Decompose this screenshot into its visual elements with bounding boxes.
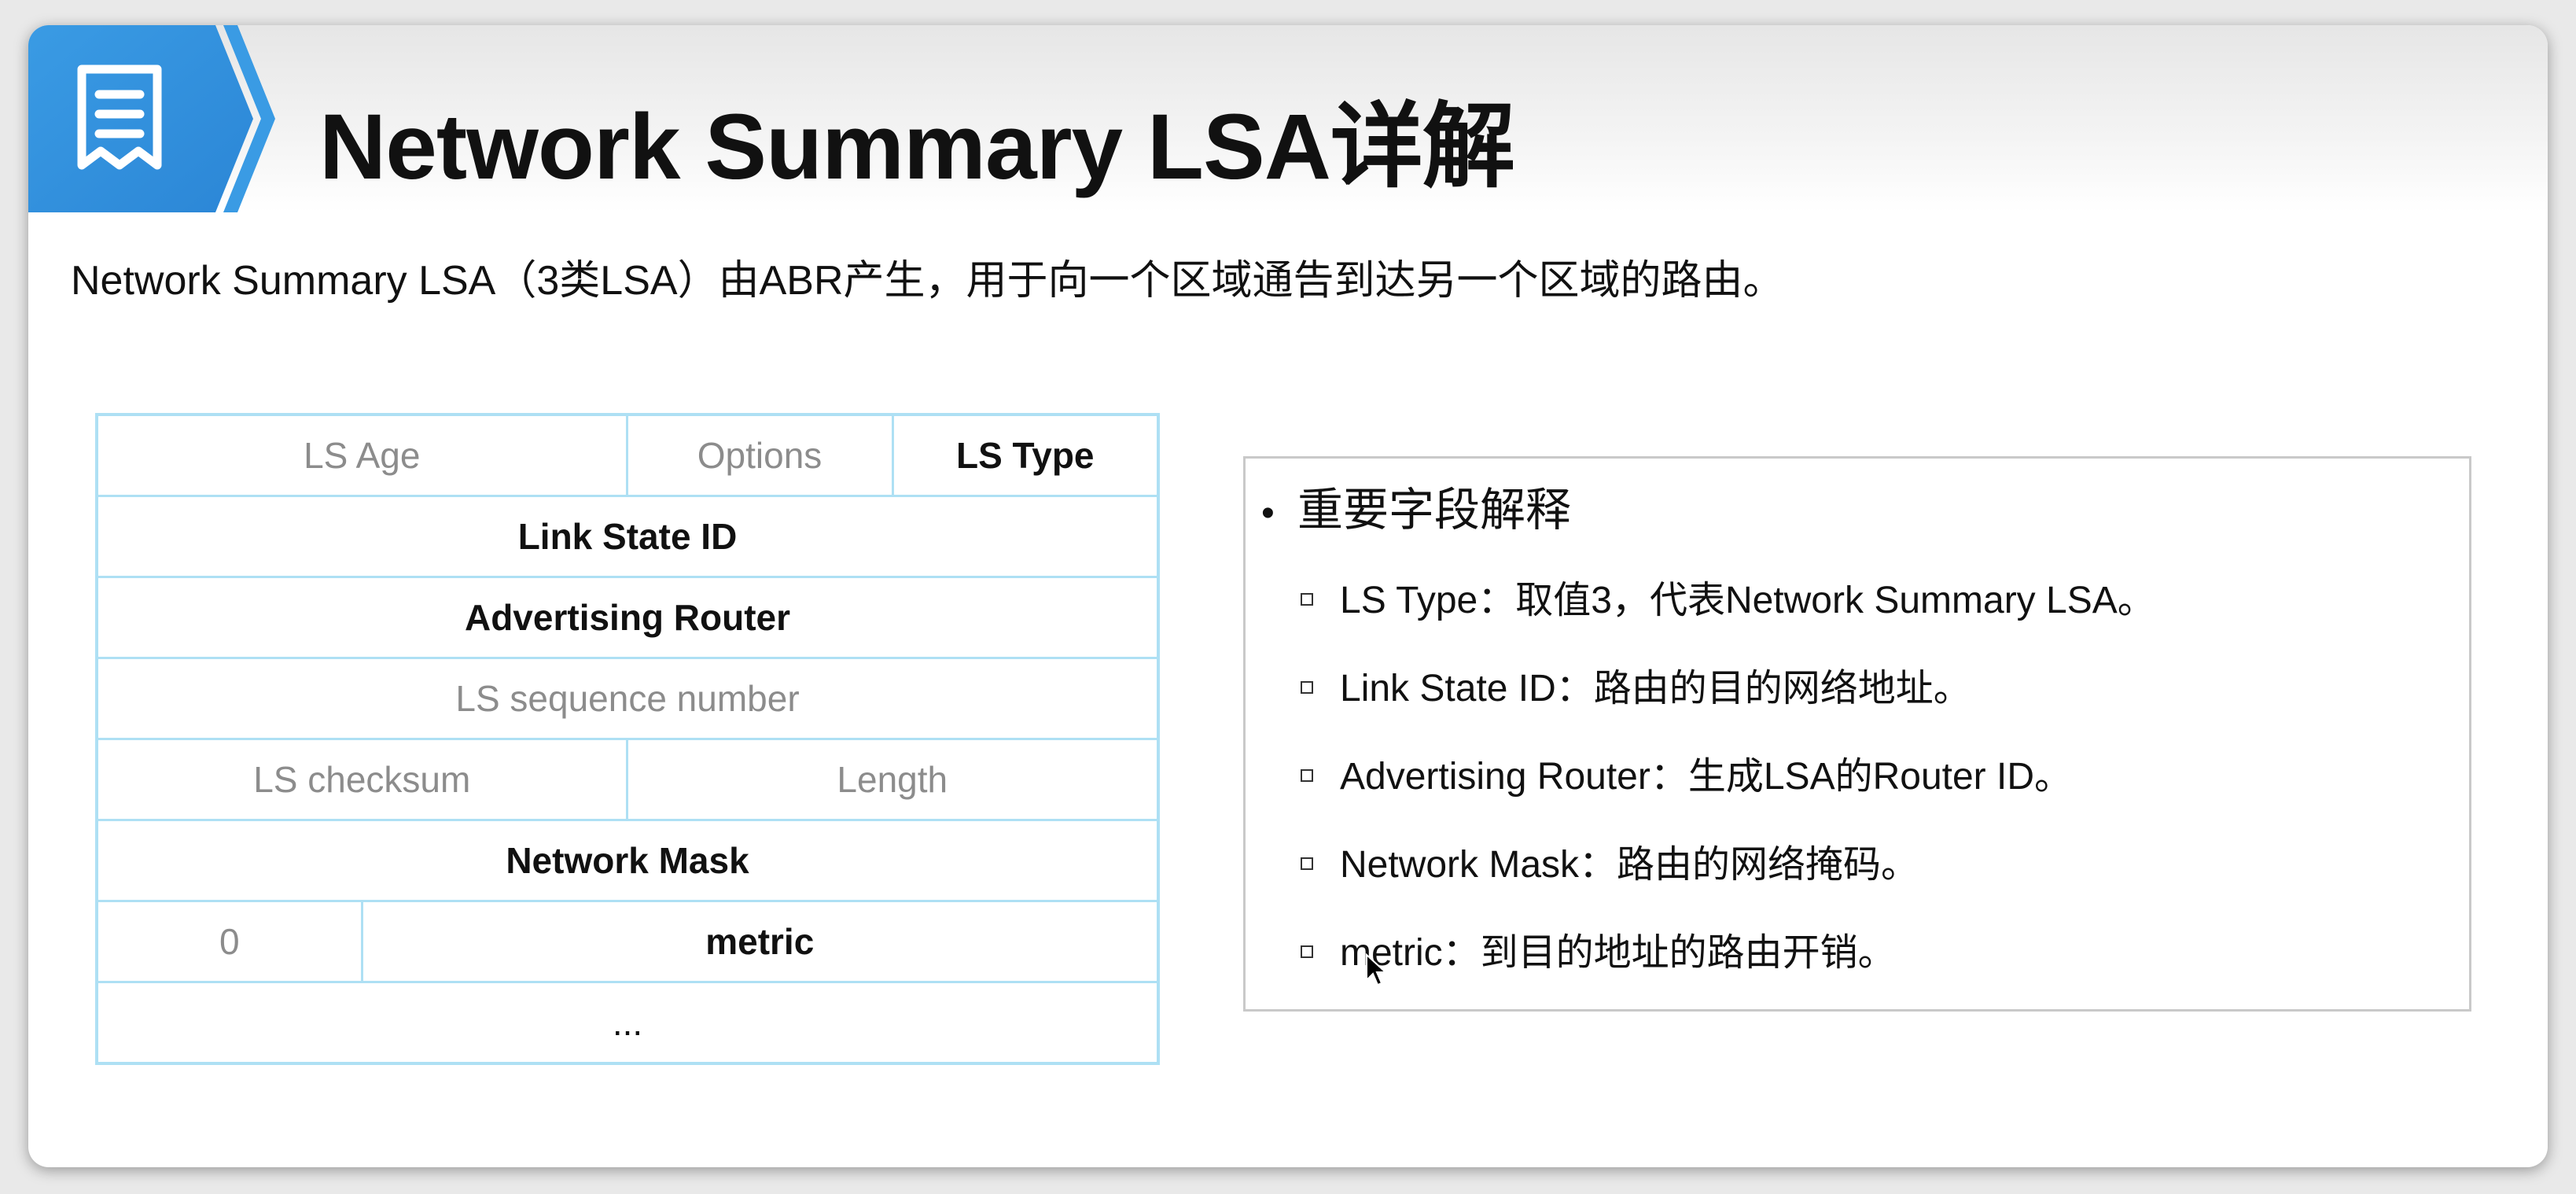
table-row: Network Mask [95,819,1160,902]
lsa-format-table: LS Age Options LS Type Link State ID Adv… [95,413,1161,1065]
table-row: ... [95,981,1160,1065]
field-more: ... [95,981,1160,1065]
note-text: metric：到目的地址的路由开销。 [1340,932,1896,974]
field-ls-sequence-number: LS sequence number [95,657,1160,740]
list-item: Network Mask：路由的网络掩码。 [1301,833,1919,888]
notes-heading-text: 重要字段解释 [1297,485,1572,536]
list-item: LS Type：取值3，代表Network Summary LSA。 [1301,569,2155,624]
note-text: Advertising Router：生成LSA的Router ID。 [1340,756,2072,798]
page-title: Network Summary LSA详解 [319,95,1515,199]
square-bullet-icon [1301,681,1313,695]
table-row: LS Age Options LS Type [95,413,1160,497]
square-bullet-icon [1301,593,1313,606]
field-network-mask: Network Mask [95,819,1160,902]
table-row: LS sequence number [95,657,1160,740]
note-text: Link State ID：路由的目的网络地址。 [1340,668,1971,709]
square-bullet-icon [1301,857,1313,871]
square-bullet-icon [1301,769,1313,783]
field-ls-type: LS Type [891,413,1160,497]
field-ls-age: LS Age [95,413,628,497]
field-notes-box: • 重要字段解释 LS Type：取值3，代表Network Summary LS… [1243,456,2471,1012]
table-row: 0 metric [95,900,1160,983]
field-ls-checksum: LS checksum [95,738,628,821]
list-item: Link State ID：路由的目的网络地址。 [1301,657,1971,712]
header-band [28,25,2548,212]
notes-heading: • 重要字段解释 [1261,473,1571,539]
intro-text: Network Summary LSA（3类LSA）由ABR产生，用于向一个区域… [71,258,1784,304]
table-row: Advertising Router [95,576,1160,659]
field-zero: 0 [95,900,363,983]
list-item: metric：到目的地址的路由开销。 [1301,921,1896,976]
mouse-cursor-icon [1366,953,1388,986]
field-advertising-router: Advertising Router [95,576,1160,659]
table-row: LS checksum Length [95,738,1160,821]
header-icon-box [28,25,296,212]
field-link-state-id: Link State ID [95,495,1160,578]
square-bullet-icon [1301,945,1313,959]
note-text: LS Type：取值3，代表Network Summary LSA。 [1340,580,2155,621]
field-metric: metric [360,900,1160,983]
table-row: Link State ID [95,495,1160,578]
field-options: Options [625,413,894,497]
list-item: Advertising Router：生成LSA的Router ID。 [1301,745,2072,800]
document-list-icon [28,25,275,212]
field-length: Length [625,738,1160,821]
note-text: Network Mask：路由的网络掩码。 [1340,844,1919,886]
bullet-icon: • [1261,492,1275,534]
